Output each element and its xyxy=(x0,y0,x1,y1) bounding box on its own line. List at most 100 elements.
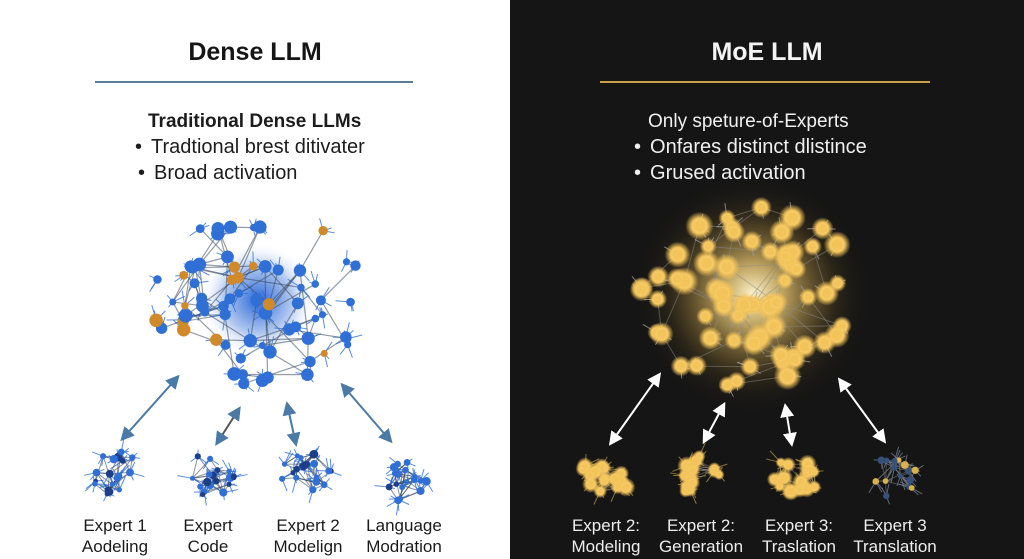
neuron-node xyxy=(207,455,214,462)
arrow-moe-expert-1 xyxy=(608,372,662,446)
neuron-node xyxy=(249,223,258,232)
neuron-node xyxy=(672,249,684,261)
neuron-node xyxy=(896,457,902,463)
synapse-line xyxy=(264,266,299,304)
neuron-node xyxy=(290,470,296,476)
moe-expert-2-line2: Generation xyxy=(658,537,744,556)
arrow-moe-expert-4 xyxy=(837,377,887,444)
dense-bullet-2: Broad activation xyxy=(138,162,297,185)
neuron-node xyxy=(781,276,789,285)
neuron-node xyxy=(768,321,780,333)
neuron-node xyxy=(320,481,328,489)
neuron-node xyxy=(195,224,205,234)
neuron-node xyxy=(309,450,318,459)
synapse-line xyxy=(199,228,228,258)
neuron-node xyxy=(320,349,328,358)
neuron-node xyxy=(194,453,201,460)
neuron-node xyxy=(226,274,238,285)
neuron-node xyxy=(109,481,116,487)
synapse-line xyxy=(775,302,843,327)
neuron-node xyxy=(235,353,246,364)
neuron-node xyxy=(689,466,696,474)
dense-expert-2-line2: Code xyxy=(187,537,229,556)
neuron-node xyxy=(882,478,889,484)
neuron-node xyxy=(92,468,101,477)
neuron-node xyxy=(897,473,904,479)
neuron-node xyxy=(350,260,361,271)
neuron-node xyxy=(891,464,898,471)
neuron-node xyxy=(196,299,209,313)
neuron-node xyxy=(309,486,317,494)
neuron-node xyxy=(786,212,798,224)
dense-neuron-cluster xyxy=(149,218,363,393)
neuron-node xyxy=(226,468,232,474)
neuron-node xyxy=(263,345,277,359)
synapse-line xyxy=(250,337,309,342)
neuron-node xyxy=(766,247,775,256)
synapse-line xyxy=(309,336,347,363)
neuron-node xyxy=(304,355,316,368)
synapse-line xyxy=(229,265,254,300)
dense-expert-1-line1: Expert 1 xyxy=(83,516,147,535)
moe-bullet-2: Grused activation xyxy=(634,162,806,185)
neuron-node xyxy=(734,311,743,320)
neuron-node xyxy=(312,478,321,486)
neuron-node xyxy=(819,337,830,348)
neuron-node xyxy=(821,287,832,299)
neuron-node xyxy=(218,300,229,312)
neuron-node xyxy=(688,479,696,487)
dense-title-rule xyxy=(95,81,413,83)
neuron-node xyxy=(410,476,418,484)
neuron-node xyxy=(243,333,257,348)
neuron-node xyxy=(325,467,333,475)
moe-expert-clusters xyxy=(575,442,924,505)
neuron-node xyxy=(342,258,351,266)
neuron-node xyxy=(318,311,327,319)
moe-expert-2-line1: Expert 2: xyxy=(666,516,736,535)
neuron-node xyxy=(258,260,272,273)
neuron-node xyxy=(908,485,915,491)
neuron-node xyxy=(416,487,425,495)
moe-expert-1-line2: Modeling xyxy=(571,537,641,556)
moe-expert-4-line1: Expert 3 xyxy=(863,516,927,535)
neuron-node xyxy=(153,275,162,284)
neuron-node xyxy=(397,495,404,502)
neuron-node xyxy=(730,336,739,345)
neuron-node xyxy=(729,227,739,237)
neuron-node xyxy=(892,460,898,465)
synapse-line xyxy=(238,277,302,289)
synapse-line xyxy=(172,266,192,303)
neuron-node xyxy=(393,481,400,487)
neuron-node xyxy=(293,465,300,473)
neuron-node xyxy=(656,328,667,339)
neuron-node xyxy=(718,301,729,311)
neuron-node xyxy=(92,481,98,487)
neuron-node xyxy=(696,453,702,459)
neuron-node xyxy=(311,280,319,288)
dense-expert-1-line2: Aodeling xyxy=(81,537,149,556)
neuron-node xyxy=(223,220,238,234)
neuron-node xyxy=(693,220,706,232)
neuron-node xyxy=(169,298,177,306)
synapse-line xyxy=(262,337,309,347)
neuron-node xyxy=(109,454,119,464)
neuron-node xyxy=(219,488,228,497)
moe-expert-3-line1: Expert 3: xyxy=(764,516,834,535)
neuron-node xyxy=(747,237,757,246)
synapse-line xyxy=(237,277,270,305)
moe-expert-label-1: Expert 2: Modeling xyxy=(551,515,661,557)
dense-expert-label-2: Expert Code xyxy=(153,515,263,557)
neuron-node xyxy=(227,367,241,381)
synapse-line xyxy=(708,245,771,253)
dense-bullet-1: Tradtional brest ditivater xyxy=(135,136,365,159)
neuron-node xyxy=(704,242,712,250)
neuron-node xyxy=(272,264,284,276)
moe-expert-label-3: Expert 3: Traslation xyxy=(744,515,854,557)
neuron-node xyxy=(184,260,197,273)
moe-expert-label-2: Expert 2: Generation xyxy=(646,515,756,557)
neuron-node xyxy=(402,466,409,474)
dense-expert-4-line2: Modration xyxy=(366,537,442,556)
synapse-line xyxy=(191,456,199,479)
neuron-node xyxy=(237,369,249,380)
neuron-node xyxy=(811,469,817,475)
